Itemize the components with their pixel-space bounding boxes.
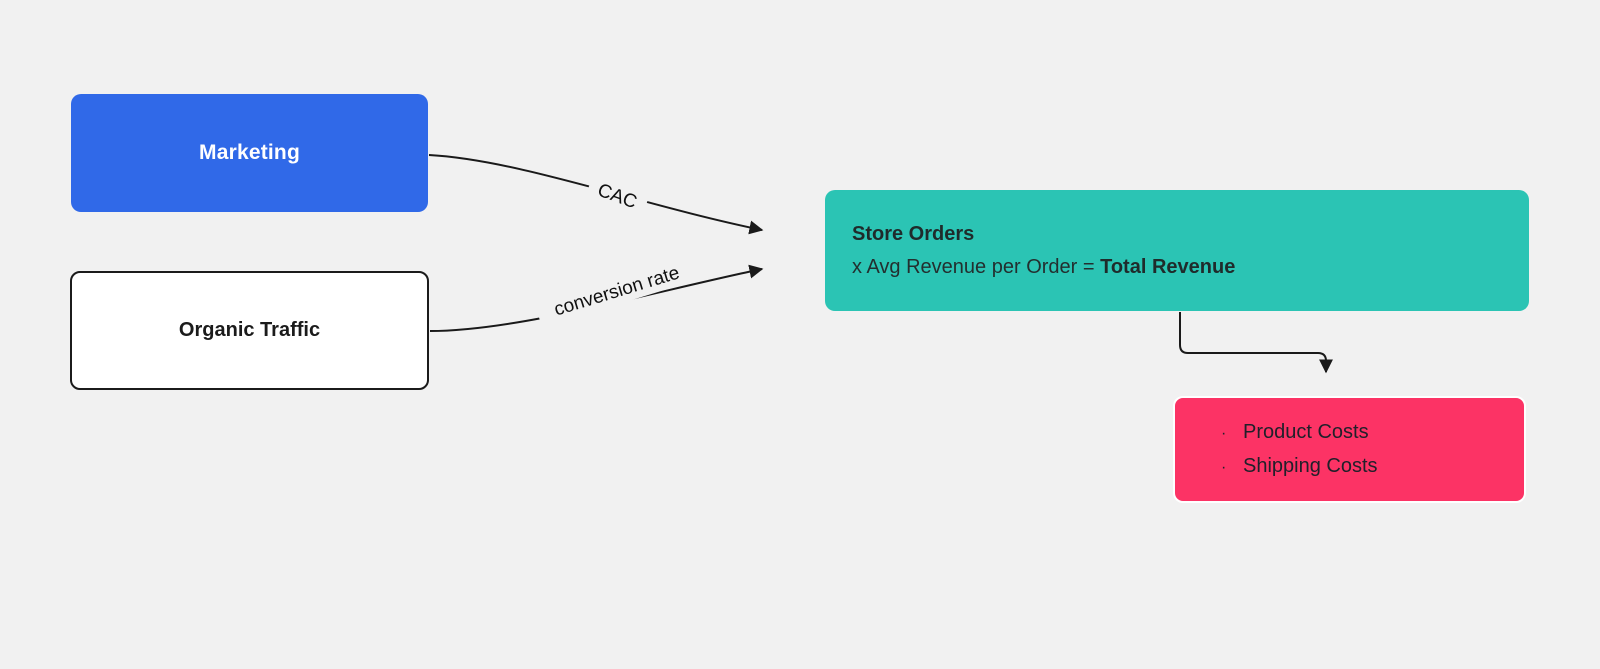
bullet-icon: · <box>1221 458 1227 476</box>
bullet-icon: · <box>1221 424 1227 442</box>
node-marketing-label: Marketing <box>199 141 300 164</box>
node-organic-traffic[interactable]: Organic Traffic <box>70 271 429 390</box>
list-item: · Shipping Costs <box>1221 450 1524 484</box>
node-costs[interactable]: · Product Costs · Shipping Costs <box>1173 396 1526 503</box>
node-store-orders-title: Store Orders <box>852 223 975 245</box>
edge-label-cac: CAC <box>595 180 640 213</box>
edge-label-cac-group: CAC <box>584 171 651 219</box>
node-marketing[interactable]: Marketing <box>71 94 428 212</box>
node-store-orders-formula: x Avg Revenue per Order = Total Revenue <box>852 252 1235 282</box>
edge-label-conversion-group: conversion rate <box>533 252 699 328</box>
edge-marketing-to-store <box>428 154 764 235</box>
node-organic-traffic-label: Organic Traffic <box>178 319 321 341</box>
node-store-orders-formula-prefix: x Avg Revenue per Order = <box>852 256 1101 278</box>
node-costs-item-product: Product Costs <box>1243 420 1369 443</box>
edge-label-conversion-rate: conversion rate <box>552 262 682 320</box>
node-store-orders-formula-result: Total Revenue <box>1100 256 1236 278</box>
edge-store-to-costs <box>1179 312 1333 374</box>
node-store-orders[interactable]: Store Orders x Avg Revenue per Order = T… <box>825 190 1529 311</box>
node-costs-item-shipping: Shipping Costs <box>1243 454 1378 477</box>
list-item: · Product Costs <box>1221 416 1524 450</box>
edge-organic-to-store <box>429 264 764 332</box>
